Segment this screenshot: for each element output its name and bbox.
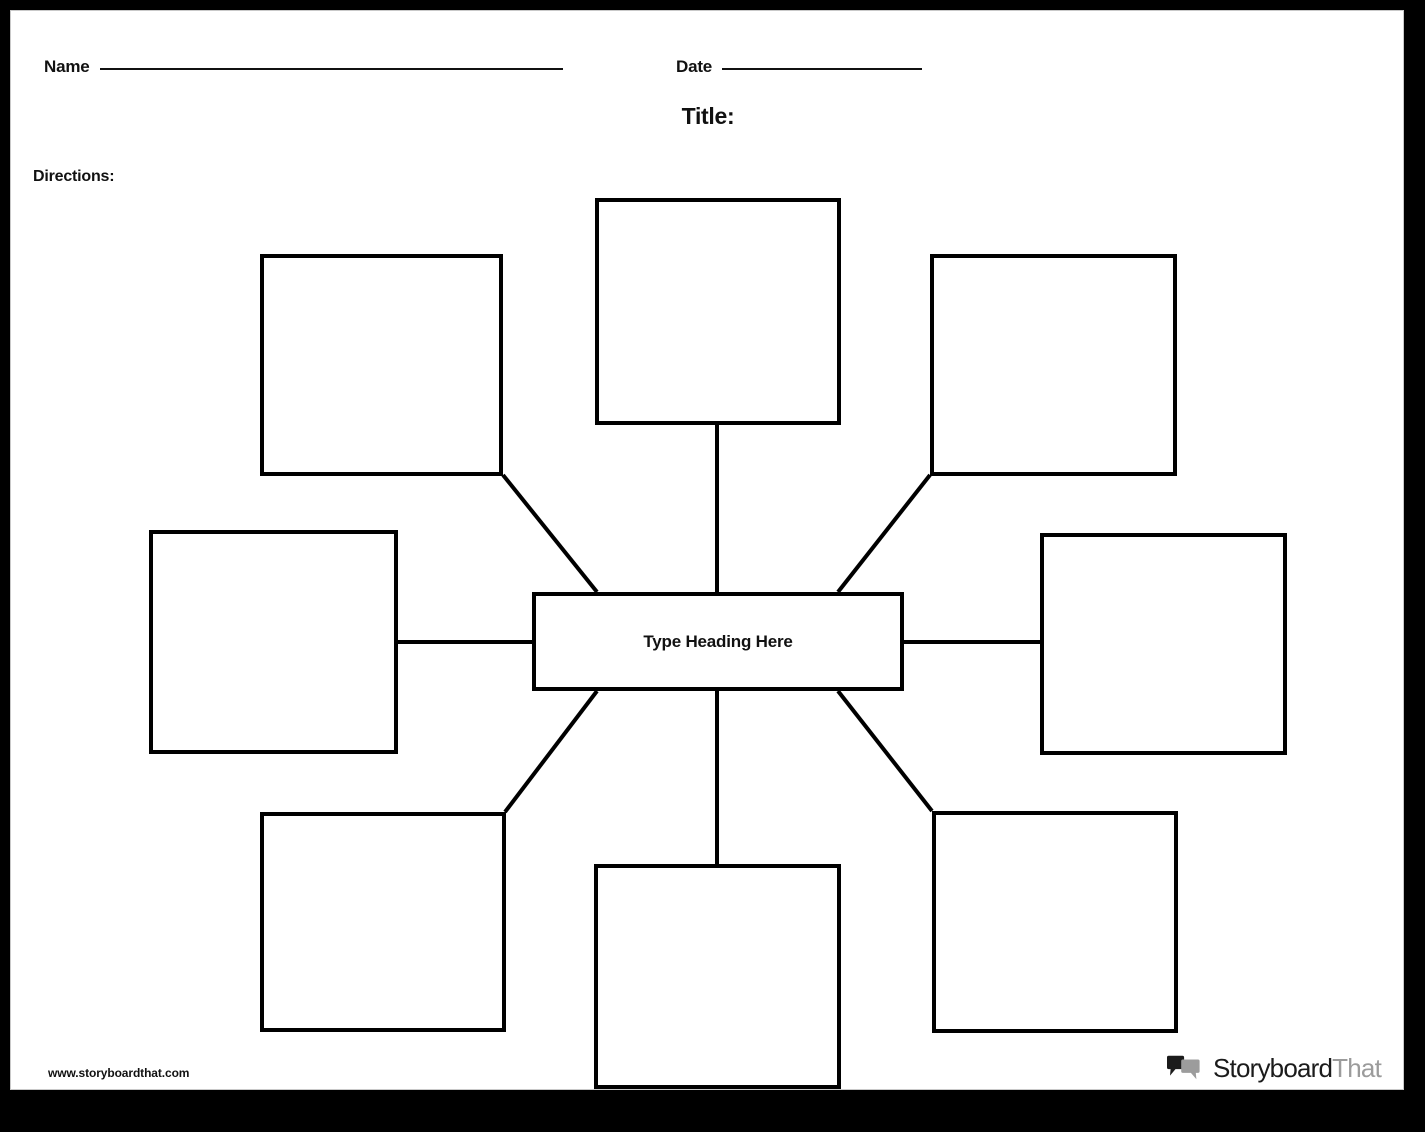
title-label[interactable]: Title:: [681, 103, 735, 129]
center-heading-label: Type Heading Here: [643, 631, 793, 651]
idea-box-bottom-right[interactable]: [932, 811, 1178, 1033]
date-label: Date: [676, 57, 713, 76]
idea-box-top-left[interactable]: [260, 254, 503, 476]
storyboardthat-wordmark: StoryboardThat: [1212, 1053, 1382, 1084]
idea-box-bottom-center[interactable]: [594, 864, 841, 1089]
storyboardthat-logo: StoryboardThat: [1166, 1053, 1382, 1084]
idea-box-top-right[interactable]: [930, 254, 1177, 476]
connector-top-left: [501, 473, 599, 594]
directions-label[interactable]: Directions:: [33, 168, 115, 185]
worksheet-sheet: Name Date Title: Directions:: [11, 11, 1403, 1089]
date-input-rule[interactable]: [722, 67, 923, 70]
speech-bubbles-icon: [1166, 1055, 1204, 1082]
name-field-row: Name: [44, 57, 563, 77]
idea-box-top-center[interactable]: [595, 198, 841, 425]
connector-bottom-right: [836, 689, 934, 813]
center-heading-box[interactable]: Type Heading Here: [532, 592, 904, 691]
name-input-rule[interactable]: [99, 67, 563, 70]
connector-bottom-left: [503, 689, 599, 814]
idea-box-middle-left[interactable]: [149, 530, 398, 754]
brand-primary-text: Storyboard: [1212, 1053, 1333, 1083]
name-label: Name: [44, 57, 90, 76]
title-row: Title:: [11, 103, 1403, 130]
date-field-row: Date: [676, 57, 923, 77]
idea-box-bottom-left[interactable]: [260, 812, 506, 1032]
connector-lines: [398, 425, 1040, 864]
site-url-text: www.storyboardthat.com: [48, 1066, 190, 1080]
connector-top-right: [836, 473, 932, 594]
spider-map-diagram: Type Heading Here: [11, 11, 1403, 1089]
idea-box-middle-right[interactable]: [1040, 533, 1287, 755]
brand-secondary-text: That: [1332, 1053, 1382, 1083]
